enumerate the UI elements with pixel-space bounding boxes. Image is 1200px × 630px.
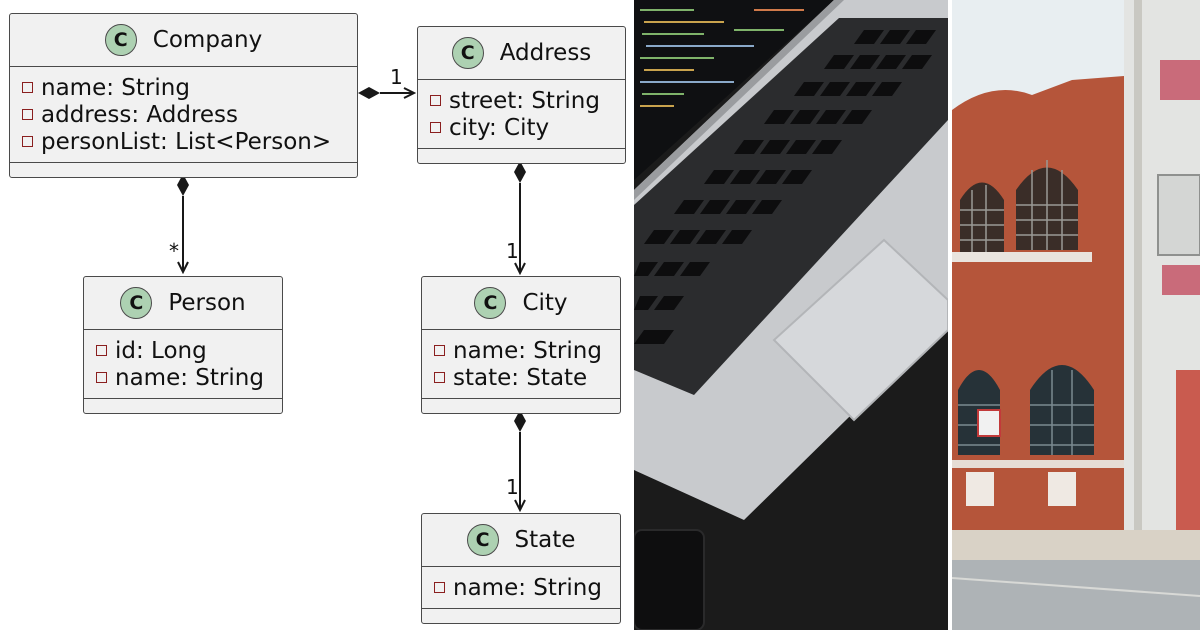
class-header: C City (422, 277, 620, 330)
composition-diamond (514, 161, 526, 183)
class-company: C Company name: String address: Address … (9, 13, 358, 178)
class-name: State (514, 527, 576, 553)
attribute-text: name: String (115, 364, 264, 391)
attribute-row: state: State (434, 364, 620, 391)
class-methods (84, 399, 282, 413)
private-visibility-icon (96, 345, 107, 356)
relation-address-city: 1 (506, 161, 526, 273)
class-attributes: street: String city: City (418, 80, 625, 149)
class-badge-icon: C (120, 287, 153, 319)
multiplicity-label: 1 (390, 65, 403, 89)
attribute-row: address: Address (22, 101, 357, 128)
class-methods (10, 163, 357, 177)
relations-layer: 1 * 1 1 (169, 65, 526, 630)
class-person: C Person id: Long name: String (83, 276, 283, 414)
attribute-row: city: City (430, 114, 625, 141)
composition-diamond (514, 410, 526, 432)
for-sale-sign (977, 409, 1001, 437)
private-visibility-icon (96, 372, 107, 383)
attribute-row: id: Long (96, 337, 282, 364)
attribute-row: name: String (434, 574, 620, 601)
attribute-text: city: City (449, 114, 550, 141)
private-visibility-icon (430, 95, 441, 106)
class-attributes: name: String state: State (422, 330, 620, 399)
private-visibility-icon (22, 109, 33, 120)
phone-shape (634, 529, 705, 630)
class-badge-icon: C (474, 287, 507, 319)
multiplicity-label: * (169, 239, 179, 263)
class-methods (422, 399, 620, 413)
class-state: C State name: String (421, 513, 621, 624)
laptop-keyboard-photo (634, 0, 948, 630)
class-methods (422, 609, 620, 623)
keyboard-keys (634, 30, 936, 344)
attribute-row: name: String (434, 337, 620, 364)
private-visibility-icon (434, 582, 445, 593)
photo-divider (948, 0, 952, 630)
class-attributes: id: Long name: String (84, 330, 282, 399)
attribute-row: name: String (96, 364, 282, 391)
class-badge-icon: C (466, 524, 499, 556)
class-badge-icon: C (451, 37, 484, 69)
multiplicity-label: 1 (506, 239, 519, 263)
composition-diamond (358, 87, 380, 99)
building-illustration (952, 0, 1200, 630)
class-badge-icon: C (104, 24, 137, 56)
relation-company-address: 1 (358, 65, 414, 99)
class-header: C State (422, 514, 620, 567)
class-name: City (522, 290, 568, 316)
class-name: Address (499, 40, 592, 66)
attribute-row: name: String (22, 74, 357, 101)
laptop-illustration (634, 0, 948, 630)
private-visibility-icon (434, 372, 445, 383)
relation-city-state: 1 (506, 410, 526, 510)
attribute-text: personList: List<Person> (41, 128, 332, 155)
class-name: Company (152, 27, 263, 53)
private-visibility-icon (430, 122, 441, 133)
attribute-text: street: String (449, 87, 600, 114)
private-visibility-icon (22, 136, 33, 147)
multiplicity-label: 1 (506, 475, 519, 499)
composition-diamond (177, 174, 189, 196)
attribute-row: street: String (430, 87, 625, 114)
attribute-text: address: Address (41, 101, 239, 128)
class-header: C Address (418, 27, 625, 80)
attribute-text: id: Long (115, 337, 207, 364)
relation-company-person: * (169, 174, 189, 272)
trackpad (772, 238, 948, 422)
attribute-text: name: String (453, 574, 602, 601)
class-header: C Person (84, 277, 282, 330)
attribute-text: name: String (41, 74, 190, 101)
class-attributes: name: String address: Address personList… (10, 67, 357, 163)
attribute-text: name: String (453, 337, 602, 364)
private-visibility-icon (434, 345, 445, 356)
attribute-text: state: State (453, 364, 588, 391)
class-city: C City name: String state: State (421, 276, 621, 414)
attribute-row: personList: List<Person> (22, 128, 357, 155)
class-address: C Address street: String city: City (417, 26, 626, 164)
class-methods (418, 149, 625, 163)
class-attributes: name: String (422, 567, 620, 609)
class-name: Person (168, 290, 246, 316)
building-facade-photo (952, 0, 1200, 630)
class-header: C Company (10, 14, 357, 67)
private-visibility-icon (22, 82, 33, 93)
